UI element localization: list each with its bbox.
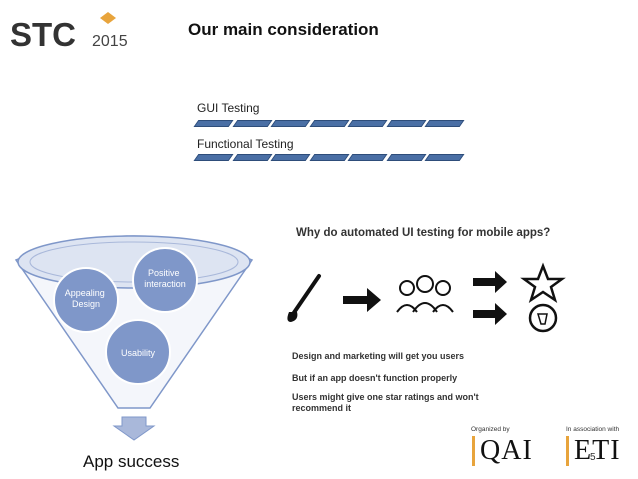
- logo-text: STC: [10, 16, 76, 52]
- gui-testing-bar: [193, 120, 465, 127]
- arrow-right-icon: [343, 288, 381, 312]
- funnel-down-arrow-icon: [112, 416, 156, 441]
- logo-diamond-icon: [100, 12, 116, 24]
- slide-title: Our main consideration: [188, 20, 379, 39]
- organized-by-label: Organized by: [471, 426, 510, 433]
- paintbrush-icon: [287, 274, 321, 322]
- gui-testing-label: GUI Testing: [197, 101, 260, 115]
- users-group-icon: [396, 275, 454, 313]
- statement-1: Design and marketing will get you users: [292, 351, 465, 361]
- page-number: 5: [590, 452, 596, 463]
- icons-row: [285, 262, 585, 334]
- arrow-upper-icon: [473, 271, 507, 293]
- qai-text: QAI: [480, 435, 533, 466]
- eti-logo: ETI: [566, 434, 621, 468]
- functional-testing-label: Functional Testing: [197, 137, 294, 151]
- eti-text: ETI: [574, 435, 621, 466]
- functional-testing-bar: [193, 154, 465, 161]
- dislike-bubble-icon: [528, 303, 558, 333]
- appealing-design-circle: [53, 267, 119, 333]
- app-success-label: App success: [83, 452, 180, 471]
- usability-label: Usability: [121, 348, 156, 358]
- statement-2: But if an app doesn't function properly: [292, 373, 458, 383]
- usability-circle: [105, 319, 171, 385]
- association-label: In association with: [566, 426, 620, 433]
- star-icon: [520, 262, 566, 303]
- svg-text:Appealing Design: Appealing Design: [65, 288, 108, 309]
- stc-logo: STC 2015: [8, 12, 148, 53]
- panel-title: Why do automated UI testing for mobile a…: [296, 227, 551, 239]
- arrow-lower-icon: [473, 303, 507, 325]
- logo-year: 2015: [92, 33, 128, 50]
- statement-3: Users might give one star ratings and wo…: [292, 392, 479, 402]
- qai-logo: QAI: [472, 434, 533, 468]
- svg-text:Positive interaction: Positive interaction: [144, 268, 186, 289]
- statement-3-continued: recommend it: [292, 403, 352, 413]
- funnel-diagram: Appealing Design Positive interaction Us…: [14, 222, 254, 444]
- positive-interaction-circle: [132, 247, 198, 313]
